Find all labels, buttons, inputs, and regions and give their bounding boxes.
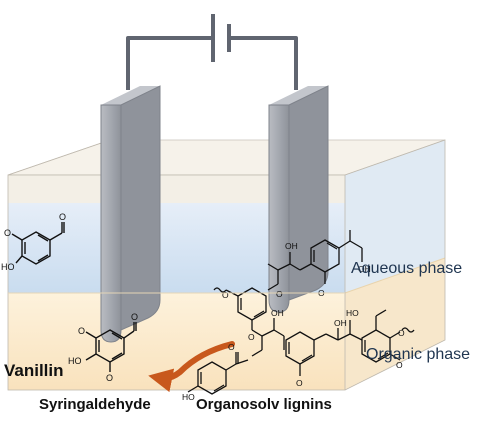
svg-text:OH: OH (358, 264, 371, 274)
vanillin-label: Vanillin (4, 361, 64, 380)
syringaldehyde-structure (85, 322, 137, 372)
lignin-structure (187, 230, 415, 395)
svg-text:O: O (222, 290, 229, 300)
svg-text:HO: HO (182, 392, 195, 402)
wire-left (126, 36, 213, 90)
svg-text:OH: OH (271, 308, 284, 318)
conversion-arrow (148, 341, 235, 393)
vanillin-atom-o1: O (59, 212, 66, 222)
svg-text:OH: OH (285, 241, 298, 251)
svg-text:O: O (228, 342, 235, 352)
syringaldehyde-atom-o3: O (106, 373, 113, 383)
circuit (126, 14, 298, 90)
wire-right (229, 36, 298, 90)
organosolv-lignins-label: Organosolv lignins (196, 396, 332, 413)
svg-text:O: O (396, 360, 403, 370)
tank-right-aqueous (345, 140, 445, 293)
svg-text:O: O (296, 378, 303, 388)
vanillin-atom-ho: HO (1, 262, 15, 272)
svg-text:O: O (398, 328, 405, 338)
svg-text:O: O (276, 289, 283, 299)
svg-text:O: O (248, 332, 255, 342)
svg-text:HO: HO (346, 308, 359, 318)
organic-phase-label: Organic phase (366, 346, 471, 363)
syringaldehyde-atom-o2: O (78, 326, 85, 336)
vanillin-structure (11, 222, 65, 265)
svg-text:OH: OH (334, 318, 347, 328)
aqueous-phase-label: Aqueous phase (351, 260, 463, 277)
syringaldehyde-label: Syringaldehyde (39, 396, 151, 413)
syringaldehyde-atom-o: O (131, 312, 138, 322)
left-electrode (100, 85, 161, 343)
syringaldehyde-atom-ho: HO (68, 356, 82, 366)
vanillin-atom-o2: O (4, 228, 11, 238)
right-electrode (268, 85, 329, 313)
tank-right-organic (345, 258, 445, 390)
